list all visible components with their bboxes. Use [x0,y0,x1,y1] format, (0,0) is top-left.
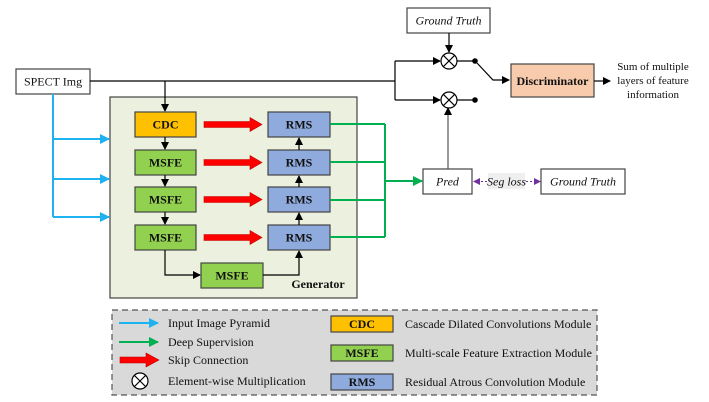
switch-terminal-bottom [472,97,478,103]
svg-text:RMS: RMS [286,193,313,207]
svg-text:MSFE: MSFE [149,156,182,170]
discriminator-output-text: Sum of multiple layers of feature inform… [617,61,689,101]
legend-item-deep-supervision: Deep Supervision [119,335,254,349]
discriminator-box: Discriminator [510,63,595,98]
svg-text:MSFE: MSFE [345,346,378,360]
multiply-icon-bottom [440,91,458,109]
deep-supervision-lines [330,123,423,238]
skip-arrow-4 [203,229,263,246]
skip-arrow-3 [203,191,263,208]
svg-text:MSFE: MSFE [215,269,248,283]
ground-truth-top-box: Ground Truth [406,7,491,34]
svg-text:RMS: RMS [349,375,376,389]
svg-text:layers of feature: layers of feature [617,75,689,87]
svg-text:MSFE: MSFE [149,193,182,207]
input-pyramid-arrows [52,94,110,222]
switch-lever [476,62,510,84]
red-thick-arrow-icon [119,352,160,368]
encoder-block-msfe-2: MSFE [134,186,197,213]
svg-text:Discriminator: Discriminator [517,74,590,88]
bottleneck-msfe-block: MSFE [164,250,303,289]
encoder-block-msfe-3: MSFE [134,224,197,251]
svg-text:Sum of multiple: Sum of multiple [617,61,689,73]
multiply-icon-top [440,52,458,70]
svg-text:CDC: CDC [349,317,375,331]
encoder-block-cdc: CDC [134,111,197,138]
svg-text:RMS: RMS [286,231,313,245]
skip-arrow-1 [203,116,263,133]
main-input-line [90,57,441,112]
legend-item-msfe: MSFE Multi-scale Feature Extraction Modu… [330,344,592,362]
legend: Input Image Pyramid Deep Supervision Ski… [111,309,598,396]
decoder-block-rms-3: RMS [267,186,331,213]
decoder-block-rms-2: RMS [267,149,331,176]
svg-text:Cascade Dilated Convolutions M: Cascade Dilated Convolutions Module [405,317,591,331]
spect-img-box: SPECT Img [15,68,91,95]
legend-item-input-pyramid: Input Image Pyramid [119,316,270,330]
svg-text:Ground Truth: Ground Truth [416,14,482,28]
svg-text:Ground Truth: Ground Truth [550,175,616,189]
switch-terminal-top [472,58,478,64]
skip-arrow-2 [203,154,263,171]
decoder-block-rms-1: RMS [267,111,331,138]
generator-label: Generator [291,277,345,291]
svg-text:RMS: RMS [286,156,313,170]
spect-img-label: SPECT Img [24,75,82,89]
ground-truth-right-box: Ground Truth [540,168,626,195]
svg-text:information: information [627,89,679,101]
multiply-circle-icon [131,372,149,390]
skip-connections [203,116,263,246]
legend-item-cdc: CDC Cascade Dilated Convolutions Module [330,315,591,333]
svg-text:Deep Supervision: Deep Supervision [168,335,254,349]
seg-loss-label: Seg loss [487,175,526,189]
pred-box: Pred [422,168,473,195]
svg-text:MSFE: MSFE [149,231,182,245]
seg-loss-connector: Seg loss [473,173,541,189]
legend-item-multiplication: Element-wise Multiplication [131,372,306,390]
svg-text:Residual Atrous Convolution Mo: Residual Atrous Convolution Module [405,375,585,389]
input-switch [457,58,510,103]
svg-text:RMS: RMS [286,118,313,132]
svg-text:Skip Connection: Skip Connection [168,353,248,367]
decoder-column: RMS RMS RMS RMS [267,111,331,251]
svg-text:Input Image Pyramid: Input Image Pyramid [168,316,270,330]
legend-item-skip-connection: Skip Connection [119,352,248,368]
svg-text:Multi-scale Feature Extraction: Multi-scale Feature Extraction Module [405,346,592,360]
svg-text:CDC: CDC [153,118,179,132]
encoder-block-msfe-1: MSFE [134,149,197,176]
svg-text:Pred: Pred [435,175,460,189]
encoder-column: CDC MSFE MSFE MSFE [134,111,197,251]
svg-text:Element-wise Multiplication: Element-wise Multiplication [168,374,306,388]
decoder-block-rms-4: RMS [267,224,331,251]
legend-item-rms: RMS Residual Atrous Convolution Module [330,373,585,391]
